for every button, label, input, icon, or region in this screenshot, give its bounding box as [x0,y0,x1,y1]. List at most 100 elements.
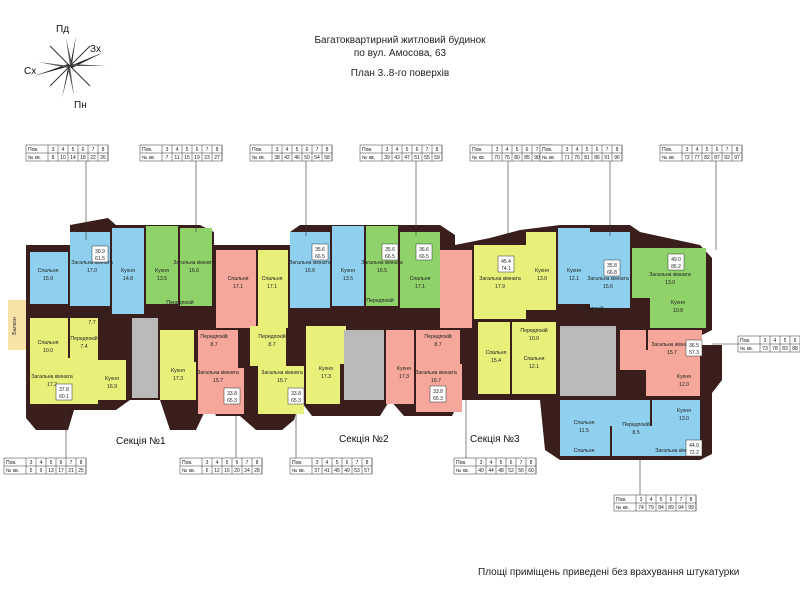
area-box-total-1: 61.5 [95,256,105,262]
section-label-1: Секція №1 [116,436,166,447]
table-floor-cell: 4 [774,338,777,344]
room-23 [132,318,158,398]
room-label-29: Загальна кімната [261,370,303,376]
table-apt-cell: 96 [614,155,620,161]
table-apt-cell: 94 [678,505,684,511]
table-floor-cell: 7 [726,147,729,153]
room-area-5: 16.6 [189,268,199,274]
table-floor-cell: 3 [52,147,55,153]
table-apt-cell: 78 [772,346,778,352]
area-box-total-3: 66.5 [385,254,395,260]
room-area-8: 16.6 [305,268,315,274]
table-floor-label: Пов. [662,147,672,153]
room-24 [160,330,194,362]
room-33 [386,330,414,404]
section-label-2: Секція №2 [339,434,389,445]
room-label-10: Загальна кімната [361,260,403,266]
table-floor-cell: 3 [686,147,689,153]
room-label-34: Спальня [486,350,507,356]
table-floor-cell: 8 [530,460,533,466]
area-box-total-9: 60.1 [59,394,69,400]
area-box-living-9: 37.8 [59,387,69,393]
table-floor-cell: 7 [92,147,95,153]
table-floor-cell: 5 [500,460,503,466]
table-floor-cell: 7 [606,147,609,153]
table-floor-cell: 7 [520,460,523,466]
table-apt-cell: 91 [604,155,610,161]
table-apt-cell: 6 [206,468,209,474]
table-apt-label: № кв. [362,155,375,161]
table-floor-cell: 5 [784,338,787,344]
table-apt-cell: 56 [518,468,524,474]
area-box-total-5: 74.1 [501,266,511,272]
room-label-43: Спальня [574,448,595,454]
table-floor-cell: 6 [596,147,599,153]
room-area-19: 5.6 [176,308,183,314]
table-apt-cell: 83 [782,346,788,352]
area-box-living-11: 33.8 [291,391,301,397]
table-floor-cell: 6 [526,147,529,153]
table-floor-cell: 4 [576,147,579,153]
table-floor-cell: 8 [256,460,259,466]
table-apt-cell: 80 [514,155,520,161]
table-floor-cell: 3 [316,460,319,466]
table-floor-label: Пов. [456,460,466,466]
room-46 [612,426,652,456]
table-apt-label: № кв. [740,346,753,352]
table-apt-cell: 26 [100,155,106,161]
table-floor-cell: 5 [516,147,519,153]
table-apt-label: № кв. [28,155,41,161]
table-floor-label: Пов. [292,460,302,466]
table-apt-cell: 79 [648,505,654,511]
area-box-living-7: 49.0 [671,257,681,263]
table-apt-cell: 49 [344,468,350,474]
room-label-33: Передпокій [424,333,451,340]
room-label-4: Кухня [155,268,169,274]
table-apt-cell: 22 [90,155,96,161]
table-apt-cell: 97 [734,155,740,161]
room-5 [180,228,212,306]
area-box-total-11: 65.3 [291,398,301,404]
table-apt-cell: 25 [78,468,84,474]
room-area-28: 8.7 [268,342,275,348]
room-area-22: 7.4 [80,344,87,350]
table-apt-cell: 58 [324,155,330,161]
table-apt-cell: 86 [594,155,600,161]
table-floor-cell: 7 [680,497,683,503]
room-area-42: 11.5 [579,428,589,434]
room-label-7: Спальня [262,276,283,282]
table-apt-cell: 43 [394,155,400,161]
table-apt-cell: 37 [314,468,320,474]
table-floor-cell: 6 [670,497,673,503]
table-floor-cell: 3 [566,147,569,153]
room-area-10: 16.5 [377,268,387,274]
area-box-living-3: 35.6 [385,247,395,253]
room-25 [160,362,196,400]
table-floor-label: Пов. [616,497,626,503]
compass-west: Зх [90,44,101,55]
apt-table-5: Пов.№ кв.345678707580859095 [469,144,553,162]
room-label-44: Загальна кімната [655,448,697,454]
room-label-35: Спальня [524,356,545,362]
room-14 [526,232,556,310]
room-label-36: Передпокій [520,327,547,334]
area-box-6 [603,259,621,277]
table-apt-label: № кв. [472,155,485,161]
room-1 [30,252,68,304]
room-40 [646,350,700,396]
room-label-9: Кухня [341,268,355,274]
room-label-16: Загальна кімната [649,272,691,278]
table-apt-cell: 54 [314,155,320,161]
table-apt-label: № кв. [616,505,629,511]
table-floor-label: Пов. [182,460,192,466]
room-43 [610,400,650,426]
table-apt-cell: 55 [424,155,430,161]
area-box-living-5: 45.4 [501,259,511,265]
table-floor-cell: 8 [616,147,619,153]
room-area-17: 10.8 [673,308,683,314]
room-32 [344,330,384,400]
